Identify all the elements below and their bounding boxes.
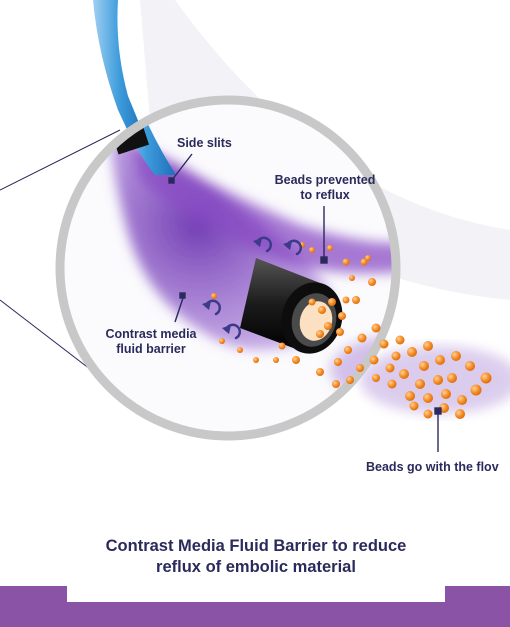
bead [349,275,355,281]
bead [409,401,419,411]
bead [405,391,415,401]
pointer-side-slits [171,153,193,181]
bead [465,361,475,371]
label-contrast-line2: fluid barrier [116,342,186,356]
sheath [93,0,146,140]
bead [352,296,360,304]
bead [470,384,482,396]
embolic-beads [211,242,492,419]
bead [423,393,433,403]
bead [451,351,461,361]
bead [385,363,395,373]
bead [357,333,367,343]
sheath-marker-band [113,127,149,155]
bead [328,298,336,306]
bead [423,341,433,351]
label-beads-prevented: Beads prevented to reflux [266,173,384,203]
bead [441,389,451,399]
pointer-line-upper [0,129,121,191]
bead [455,409,465,419]
caption-line1: Contrast Media Fluid Barrier to reduce [105,537,407,555]
bead [372,374,380,382]
bead [332,380,340,388]
bead [292,356,300,364]
bead [338,312,346,320]
bead [360,258,368,266]
label-side-slits: Side slits [177,136,232,151]
bead [433,375,443,385]
bead [334,358,342,366]
bead [480,372,492,384]
label-beads-flow: Beads go with the flov [366,460,499,475]
bead [395,335,405,345]
bead [324,322,332,330]
bead [309,247,315,253]
bead [369,355,379,365]
bead [253,357,259,363]
label-beads-prevented-line2: to reflux [300,188,350,202]
bead [342,258,350,266]
caption: Contrast Media Fluid Barrier to reduce r… [67,536,445,578]
pointer-contrast [174,297,184,323]
bead [273,357,279,363]
bead [336,328,344,336]
bead [371,323,381,333]
bead [318,306,326,314]
bead [344,346,352,354]
caption-box: Contrast Media Fluid Barrier to reduce r… [67,520,445,602]
bead [407,347,417,357]
bead [327,245,333,251]
label-beads-flow-text: Beads go with the flov [366,460,499,474]
bead [368,278,376,286]
bead [342,296,350,304]
bead [316,330,324,338]
bead [308,298,316,306]
bead [435,355,445,365]
bead [278,342,286,350]
vessel-band [140,0,510,300]
label-contrast-media: Contrast media fluid barrier [95,327,207,357]
bead [419,361,429,371]
bead [316,368,324,376]
bead [237,347,243,353]
caption-line2: reflux of embolic material [156,558,356,576]
bead [447,373,457,383]
magnification-circle [55,95,401,441]
label-side-slits-text: Side slits [177,136,232,150]
bead [379,339,389,349]
bead [415,379,425,389]
label-beads-prevented-line1: Beads prevented [274,173,376,187]
bead [423,409,433,419]
bead [365,255,371,261]
bead [387,379,397,389]
label-contrast-line1: Contrast media [105,327,197,341]
bead [399,369,409,379]
bead [457,395,467,405]
bead [219,338,225,344]
bead [356,364,364,372]
bead [211,293,217,299]
bead [346,376,354,384]
bead [391,351,401,361]
